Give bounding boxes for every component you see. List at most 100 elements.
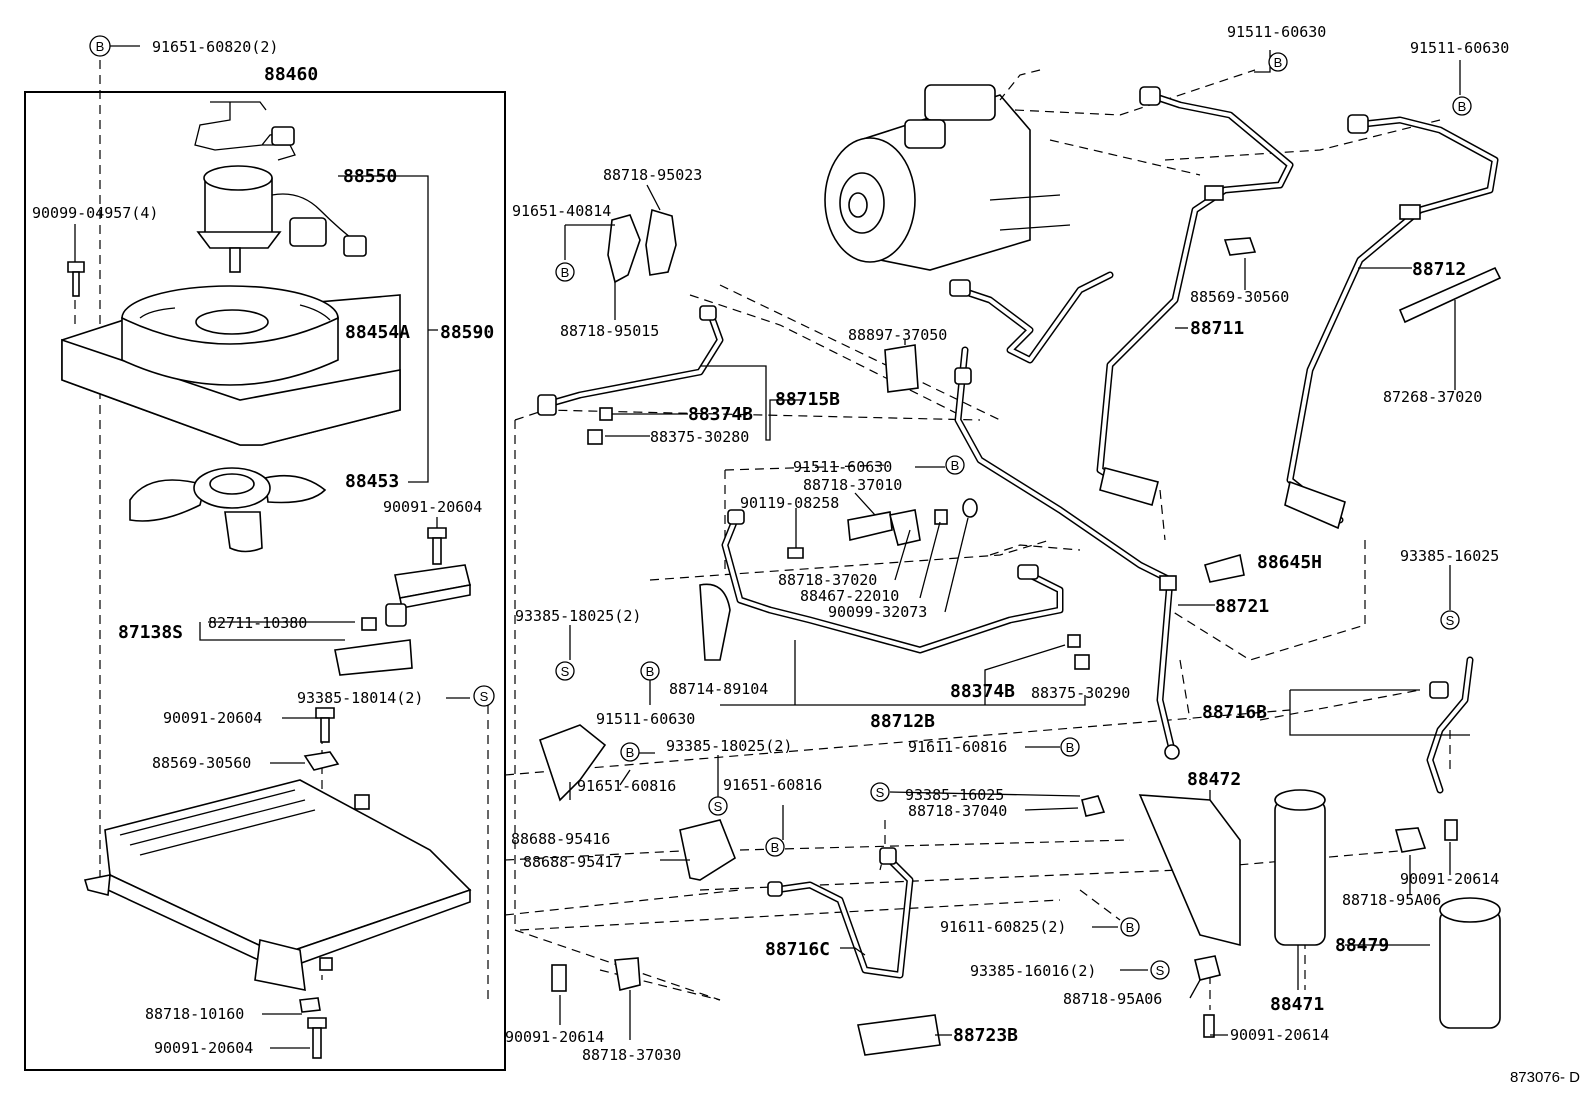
- o-ring-88374B: [599, 407, 613, 421]
- part-label: 91511-60630: [1227, 23, 1326, 41]
- bolt-90091-20614-right: [1444, 819, 1458, 841]
- clamp-88569-30560: [303, 751, 340, 771]
- part-label: 93385-16025: [905, 786, 1004, 804]
- part-label: 88472: [1187, 769, 1241, 790]
- fan-shroud: [61, 285, 401, 446]
- relay-block: [334, 564, 471, 676]
- part-label: 88714-89104: [669, 680, 768, 698]
- part-label: 90099-32073: [828, 603, 927, 621]
- bolt-90091-20604-mid: [315, 707, 335, 743]
- insulator-87268-37020: [1398, 266, 1502, 324]
- label-88723B: [857, 1014, 941, 1056]
- svg-text:B: B: [771, 840, 780, 855]
- part-label: 88712: [1412, 259, 1466, 280]
- bolt-90119-08258: [787, 547, 804, 559]
- part-label: 88718-37020: [778, 571, 877, 589]
- bracket-88472: [1138, 794, 1241, 947]
- pipe-88712: [1284, 114, 1499, 530]
- svg-text:B: B: [646, 664, 655, 679]
- part-label: 93385-18014(2): [297, 689, 423, 707]
- part-label: 90091-20604: [163, 709, 262, 727]
- part-label: 88375-30290: [1031, 684, 1130, 702]
- clamp-88718-95015: [607, 214, 641, 284]
- clip-88718-37020: [889, 509, 921, 546]
- pipe-88712B: [699, 509, 1064, 661]
- bracket-88688-95417: [679, 819, 736, 881]
- suction-hose: [949, 271, 1114, 364]
- part-label: 82711-10380: [208, 614, 307, 632]
- part-label: 88716B: [1202, 702, 1267, 723]
- part-label: 88716C: [765, 939, 830, 960]
- clamp-88718-37030: [614, 957, 641, 991]
- svg-text:B: B: [1066, 740, 1075, 755]
- leader-lines: [74, 45, 1470, 1049]
- receiver-88479: [1439, 897, 1501, 1029]
- part-88897-37050: [884, 344, 919, 393]
- part-label: 88453: [345, 471, 399, 492]
- part-label: 88569-30560: [152, 754, 251, 772]
- part-label: 88688-95416: [511, 830, 610, 848]
- part-label: 88471: [1270, 994, 1324, 1015]
- svg-text:S: S: [876, 785, 885, 800]
- part-label: 91511-60630: [1410, 39, 1509, 57]
- part-label: 88718-37040: [908, 802, 1007, 820]
- marker-bolt-b: B: [620, 742, 640, 762]
- svg-text:S: S: [1156, 963, 1165, 978]
- part-label: 88590: [440, 322, 494, 343]
- part-label: 88467-22010: [800, 587, 899, 605]
- part-label: 90091-20614: [1230, 1026, 1329, 1044]
- marker-bolt-b: B: [640, 661, 660, 681]
- part-label: 88550: [343, 166, 397, 187]
- part-label: 88718-37030: [582, 1046, 681, 1064]
- condenser: [83, 779, 472, 1013]
- part-label: 88460: [264, 64, 318, 85]
- part-label: 88718-95015: [560, 322, 659, 340]
- svg-text:S: S: [480, 689, 489, 704]
- svg-text:S: S: [714, 799, 723, 814]
- marker-bolt-b: B: [945, 455, 965, 475]
- o-ring-88375-30280: [587, 429, 603, 445]
- part-label: 88718-95A06: [1063, 990, 1162, 1008]
- bolt-90091-20614-left: [551, 964, 567, 992]
- part-label: 88645H: [1257, 552, 1322, 573]
- part-label: 87138S: [118, 622, 183, 643]
- svg-text:S: S: [1446, 613, 1455, 628]
- part-88467-22010: [934, 509, 948, 525]
- bracket-88718-37010: [847, 511, 893, 541]
- pipe-88716B: [1426, 656, 1474, 794]
- marker-bolt-b: B: [1060, 737, 1080, 757]
- part-label: 91611-60816: [908, 738, 1007, 756]
- part-label: 88721: [1215, 596, 1269, 617]
- part-label: 88718-10160: [145, 1005, 244, 1023]
- part-label: 91511-60630: [596, 710, 695, 728]
- marker-screw-s: S: [870, 782, 890, 802]
- part-label: 90099-04957(4): [32, 204, 158, 222]
- svg-text:B: B: [626, 745, 635, 760]
- marker-screw-s: S: [708, 796, 728, 816]
- part-label: 91511-60630: [793, 458, 892, 476]
- part-label: 91611-60825(2): [940, 918, 1066, 936]
- part-label: 90091-20614: [505, 1028, 604, 1046]
- part-label: 93385-16025: [1400, 547, 1499, 565]
- part-90099-32073: [962, 498, 978, 518]
- pipe-88721: [954, 346, 1180, 760]
- svg-text:B: B: [96, 39, 105, 54]
- pipe-88711: [1096, 86, 1294, 506]
- part-label: 91651-60820(2): [152, 38, 278, 56]
- part-label: 93385-18025(2): [666, 737, 792, 755]
- part-label: 88375-30280: [650, 428, 749, 446]
- part-label: 91651-60816: [577, 777, 676, 795]
- fan-assembly-frame: [24, 91, 506, 1071]
- bolt-90099-04957: [67, 261, 85, 297]
- clamp-88718-95023: [645, 208, 677, 276]
- marker-bolt-b: B: [1120, 917, 1140, 937]
- part-label: 88897-37050: [848, 326, 947, 344]
- marker-bolt-b: B: [765, 837, 785, 857]
- dashed-guides: [504, 69, 1451, 1010]
- part-label: 90091-20604: [154, 1039, 253, 1057]
- clamp-88718-95A06-lower: [1194, 955, 1221, 981]
- part-label: 88718-37010: [803, 476, 902, 494]
- fan-motor: [194, 101, 367, 273]
- svg-text:B: B: [1274, 55, 1283, 70]
- part-label: 88374B: [688, 404, 753, 425]
